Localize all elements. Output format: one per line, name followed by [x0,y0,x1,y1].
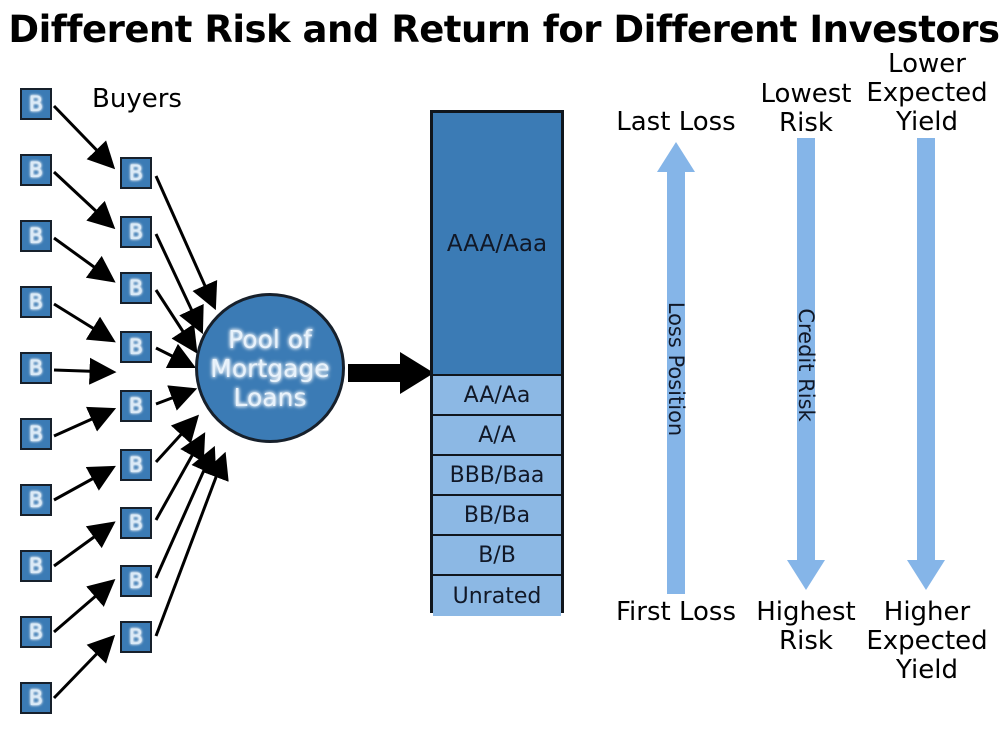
buyer-box[interactable]: B [20,550,52,582]
expected-yield-arrow [896,138,956,590]
tranche-label: B/B [478,542,516,568]
tranche-row[interactable]: Unrated [433,576,561,616]
expected-yield-top-caption: Lower Expected Yield [866,49,988,137]
buyer-box[interactable]: B [120,390,152,422]
buyer-box[interactable]: B [120,449,152,481]
tranche-label: BB/Ba [463,502,531,528]
pool-to-tranches-arrow [348,352,434,394]
tranche-label: BBB/Baa [449,462,545,488]
tranche-row[interactable]: A/A [433,416,561,456]
tranche-row[interactable]: AAA/Aaa [433,113,561,376]
pool-line-2: Mortgage [210,353,330,383]
buyer-box[interactable]: B [120,157,152,189]
tranche-row[interactable]: AA/Aa [433,376,561,416]
arrow-shaft [797,138,815,562]
credit-risk-axis-label: Credit Risk [794,308,818,422]
tranche-row[interactable]: BB/Ba [433,496,561,536]
buyer-box[interactable]: B [120,565,152,597]
tranche-row[interactable]: BBB/Baa [433,456,561,496]
buyers-label: Buyers [92,84,182,114]
buyer-box[interactable]: B [20,352,52,384]
loss-position-arrow: Loss Position [646,142,706,594]
buyer-box[interactable]: B [20,682,52,714]
buyer-box[interactable]: B [120,272,152,304]
pool-line-3: Loans [233,382,307,412]
pool-line-1: Pool of [228,324,312,354]
buyer-box[interactable]: B [20,484,52,516]
expected-yield-bottom-caption: Higher Expected Yield [866,597,988,685]
credit-risk-arrow: Credit Risk [776,138,836,590]
tranche-row[interactable]: B/B [433,536,561,576]
arrow-head-down-icon [907,560,945,590]
tranche-label: A/A [478,422,516,448]
loss-position-bottom-caption: First Loss [615,597,736,627]
buyer-box[interactable]: B [20,154,52,186]
page-title: Different Risk and Return for Different … [8,8,1000,51]
buyer-box[interactable]: B [120,331,152,363]
tranche-label: Unrated [452,583,542,609]
buyer-box[interactable]: B [120,507,152,539]
arrow-shaft [667,170,685,594]
buyer-box[interactable]: B [20,286,52,318]
buyer-box[interactable]: B [120,216,152,248]
arrow-shaft [917,138,935,562]
tranche-label: AAA/Aaa [446,230,548,257]
buyer-box[interactable]: B [20,88,52,120]
loss-position-axis-label: Loss Position [664,301,688,437]
credit-risk-top-caption: Lowest Risk [760,79,852,138]
loss-position-top-caption: Last Loss [616,107,736,137]
pool-of-mortgage-loans-node[interactable]: Pool of Mortgage Loans [195,293,345,443]
arrow-head-down-icon [787,560,825,590]
buyer-box[interactable]: B [120,621,152,653]
buyer-box[interactable]: B [20,220,52,252]
arrow-head-up-icon [657,142,695,172]
tranche-label: AA/Aa [463,382,531,408]
buyer-box[interactable]: B [20,418,52,450]
credit-risk-bottom-caption: Highest Risk [756,597,856,656]
tranche-stack: AAA/Aaa AA/Aa A/A BBB/Baa BB/Ba B/B Unra… [430,110,564,616]
buyer-box[interactable]: B [20,616,52,648]
